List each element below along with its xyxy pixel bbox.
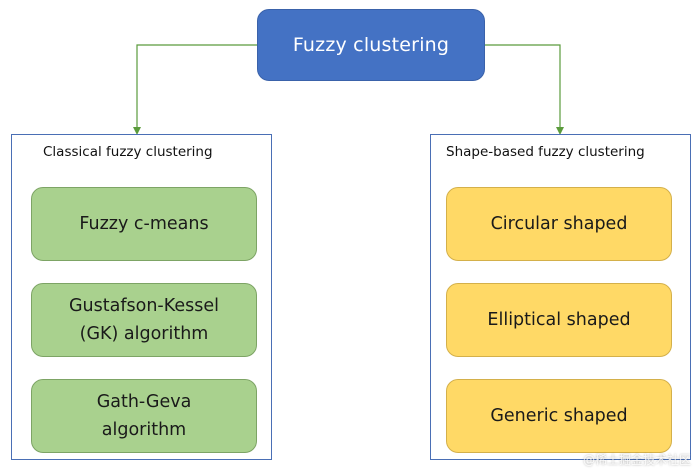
- node-circular-shaped: Circular shaped: [446, 187, 672, 261]
- connector-to-classical: [133, 44, 257, 135]
- node-gath-geva: Gath-Geva algorithm: [31, 379, 257, 453]
- node-fuzzy-c-means: Fuzzy c-means: [31, 187, 257, 261]
- group-shape-based-fuzzy-clustering: Shape-based fuzzy clustering Circular sh…: [430, 134, 691, 460]
- root-node-fuzzy-clustering: Fuzzy clustering: [257, 9, 485, 81]
- node-generic-shaped: Generic shaped: [446, 379, 672, 453]
- watermark: @稀土掘金技术社区: [582, 453, 691, 467]
- group-title-shape-based: Shape-based fuzzy clustering: [446, 144, 645, 160]
- connector-to-shape-based: [485, 44, 564, 135]
- node-gustafson-kessel: Gustafson-Kessel (GK) algorithm: [31, 283, 257, 357]
- group-classical-fuzzy-clustering: Classical fuzzy clustering Fuzzy c-means…: [11, 134, 272, 460]
- node-elliptical-shaped: Elliptical shaped: [446, 283, 672, 357]
- root-node-label: Fuzzy clustering: [292, 34, 450, 56]
- group-title-classical: Classical fuzzy clustering: [43, 144, 213, 160]
